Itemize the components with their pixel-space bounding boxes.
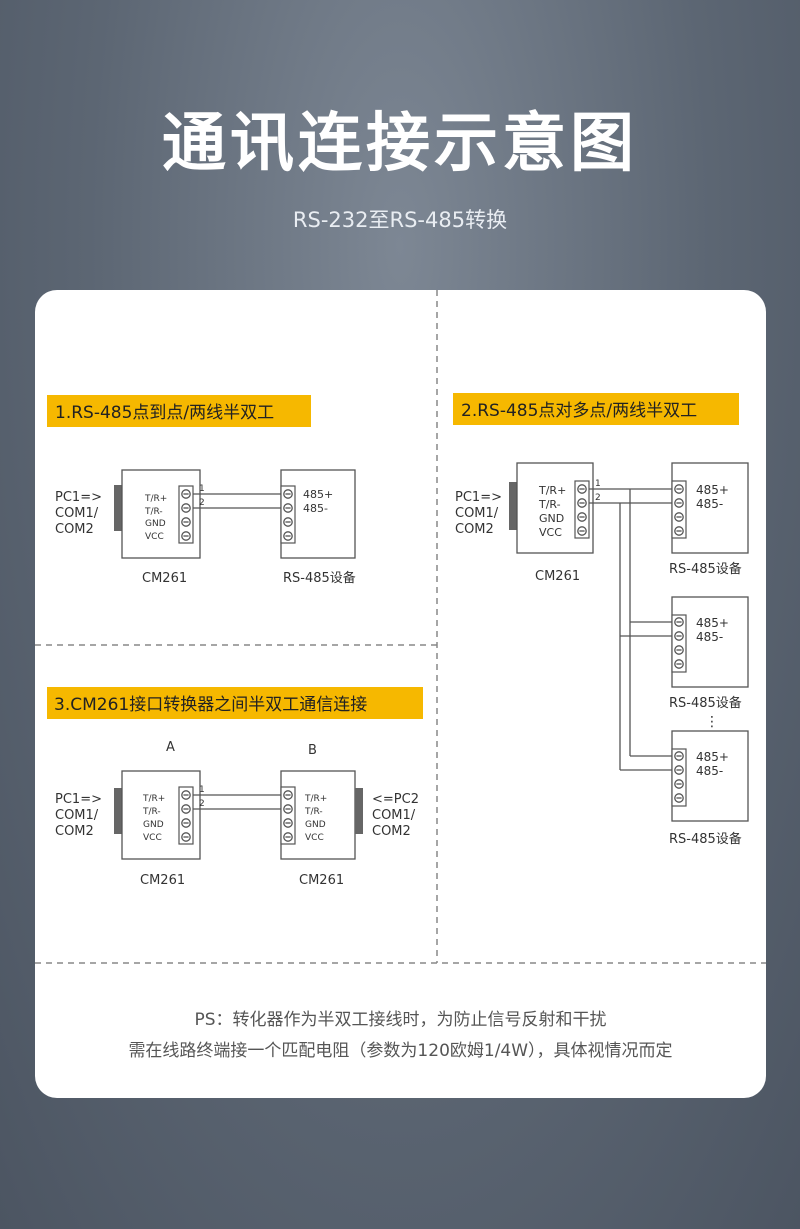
svg-text:1: 1 xyxy=(199,785,205,795)
svg-text:CM261: CM261 xyxy=(299,873,344,888)
pc1-label: PC1=> xyxy=(55,490,102,505)
section-1-diagram: PC1=> COM1/ COM2 T/R+ T/R- GND VCC CM261… xyxy=(55,469,356,586)
svg-text:GND: GND xyxy=(305,820,326,830)
note-line-2: 需在线路终端接一个匹配电阻（参数为120欧姆1/4W），具体视情况而定 xyxy=(128,1041,673,1061)
svg-text:T/R+: T/R+ xyxy=(142,794,165,804)
svg-text:PC1=>: PC1=> xyxy=(55,792,102,807)
svg-text:485-: 485- xyxy=(696,630,723,644)
svg-text:COM1/: COM1/ xyxy=(455,506,499,521)
svg-text:GND: GND xyxy=(539,512,564,525)
svg-text:VCC: VCC xyxy=(305,833,324,843)
svg-text:485+: 485+ xyxy=(696,483,729,497)
svg-text:CM261: CM261 xyxy=(140,873,185,888)
svg-text:COM2: COM2 xyxy=(455,522,494,537)
svg-text:COM2: COM2 xyxy=(55,824,94,839)
svg-text:VCC: VCC xyxy=(539,526,562,539)
heading-3: 3.CM261接口转换器之间半双工通信连接 xyxy=(47,687,423,719)
svg-text:COM1/: COM1/ xyxy=(372,808,416,823)
svg-text:COM2: COM2 xyxy=(372,824,411,839)
svg-text:2: 2 xyxy=(199,498,205,508)
svg-text:3.CM261接口转换器之间半双工通信连接: 3.CM261接口转换器之间半双工通信连接 xyxy=(54,695,367,715)
svg-text:485+: 485+ xyxy=(696,750,729,764)
converter-label: CM261 xyxy=(142,571,187,586)
svg-text:485+: 485+ xyxy=(303,488,333,501)
svg-text:VCC: VCC xyxy=(143,833,162,843)
svg-text:GND: GND xyxy=(143,820,164,830)
svg-text:T/R+: T/R+ xyxy=(144,494,167,504)
svg-text:COM1/: COM1/ xyxy=(55,808,99,823)
svg-text:1: 1 xyxy=(595,479,601,489)
svg-text:2: 2 xyxy=(199,799,205,809)
svg-text:T/R-: T/R- xyxy=(304,807,323,817)
more-devices-ellipsis: ⋮ xyxy=(705,714,719,730)
svg-text:2.RS-485点对多点/两线半双工: 2.RS-485点对多点/两线半双工 xyxy=(461,401,697,421)
device-label: RS-485设备 xyxy=(283,570,356,586)
diagram-card: 1.RS-485点到点/两线半双工 2.RS-485点对多点/两线半双工 3.C… xyxy=(35,290,766,1098)
svg-text:COM2: COM2 xyxy=(55,522,94,537)
svg-text:485-: 485- xyxy=(696,764,723,778)
svg-text:485+: 485+ xyxy=(696,616,729,630)
svg-text:1.RS-485点到点/两线半双工: 1.RS-485点到点/两线半双工 xyxy=(55,403,274,423)
pc2-label: <=PC2 xyxy=(372,792,419,807)
section-3-diagram: A B PC1=> COM1/ COM2 T/R+ T/R- GND VCC C… xyxy=(55,740,419,888)
svg-text:COM1/: COM1/ xyxy=(55,506,99,521)
svg-text:RS-485设备: RS-485设备 xyxy=(669,695,742,711)
page-title: 通讯连接示意图 xyxy=(162,107,638,181)
note-line-1: PS：转化器作为半双工接线时，为防止信号反射和干扰 xyxy=(194,1010,607,1030)
page-subtitle: RS-232至RS-485转换 xyxy=(292,208,508,232)
section-dividers xyxy=(35,290,766,964)
svg-text:T/R+: T/R+ xyxy=(538,484,566,497)
node-a-label: A xyxy=(166,740,175,755)
svg-text:PC1=>: PC1=> xyxy=(455,490,502,505)
svg-text:GND: GND xyxy=(145,519,166,529)
heading-1: 1.RS-485点到点/两线半双工 xyxy=(47,395,311,427)
svg-text:CM261: CM261 xyxy=(535,569,580,584)
svg-text:1: 1 xyxy=(199,484,205,494)
heading-2: 2.RS-485点对多点/两线半双工 xyxy=(453,393,739,425)
section-2-diagram: PC1=> COM1/ COM2 T/R+ T/R- GND VCC CM261 xyxy=(455,462,749,847)
svg-text:485-: 485- xyxy=(303,502,328,515)
node-b-label: B xyxy=(308,743,317,758)
svg-text:2: 2 xyxy=(595,493,601,503)
svg-text:T/R-: T/R- xyxy=(144,507,163,517)
svg-text:T/R-: T/R- xyxy=(142,807,161,817)
connection-diagram: 1.RS-485点到点/两线半双工 2.RS-485点对多点/两线半双工 3.C… xyxy=(35,290,766,964)
svg-text:RS-485设备: RS-485设备 xyxy=(669,831,742,847)
svg-text:T/R+: T/R+ xyxy=(304,794,327,804)
svg-text:485-: 485- xyxy=(696,497,723,511)
svg-text:RS-485设备: RS-485设备 xyxy=(669,561,742,577)
svg-text:VCC: VCC xyxy=(145,532,164,542)
svg-text:T/R-: T/R- xyxy=(538,498,561,511)
